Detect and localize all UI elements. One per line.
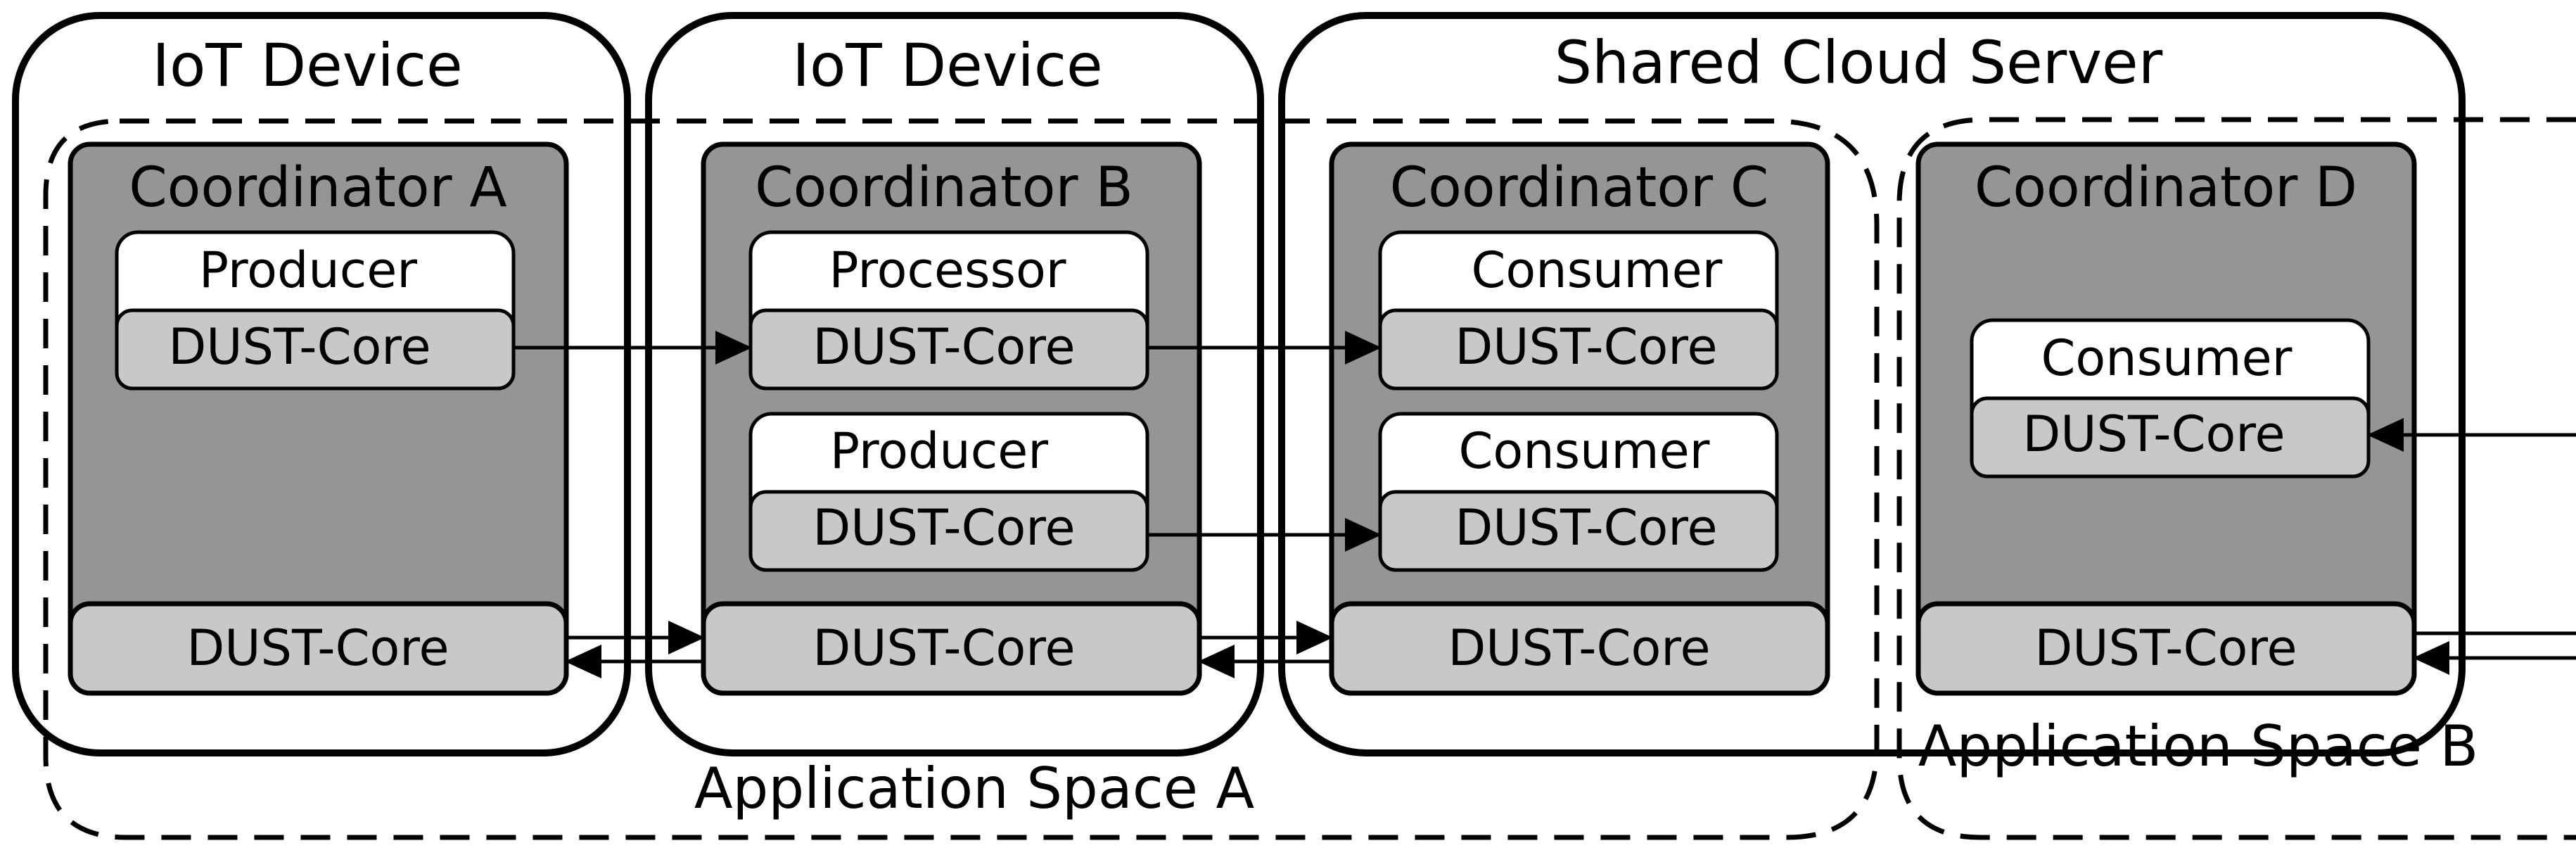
component-consumer-c-bottom-core-label: DUST-Core bbox=[1455, 499, 1717, 557]
component-consumer-d-core-label: DUST-Core bbox=[2022, 405, 2285, 463]
coordinator-a-core-label: DUST-Core bbox=[186, 619, 449, 677]
component-consumer-c-top: Consumer DUST-Core bbox=[1378, 230, 1779, 391]
component-consumer-c-bottom-role: Consumer bbox=[1459, 422, 1710, 480]
component-producer-a-core-label: DUST-Core bbox=[168, 318, 431, 376]
component-consumer-c-top-role: Consumer bbox=[1472, 241, 1723, 299]
cloud-server-box bbox=[1278, 12, 2466, 756]
cloud-server-label: Shared Cloud Server bbox=[1555, 28, 2163, 97]
iot-device-b-box bbox=[645, 12, 1264, 756]
coordinator-c-core-label: DUST-Core bbox=[1448, 619, 1710, 677]
application-space-a-label: Application Space A bbox=[694, 756, 1255, 821]
coordinator-d-label: Coordinator D bbox=[1975, 156, 2357, 220]
application-space-a-boundary bbox=[43, 118, 1880, 840]
coordinator-b-core-label: DUST-Core bbox=[812, 619, 1075, 677]
coordinator-a-label: Coordinator A bbox=[129, 156, 507, 220]
iot-device-a-box bbox=[12, 12, 631, 756]
component-consumer-d-role: Consumer bbox=[2041, 329, 2293, 387]
component-producer-b-core-label: DUST-Core bbox=[812, 499, 1075, 557]
component-consumer-d: Consumer DUST-Core bbox=[1970, 318, 2371, 479]
component-processor-b-role: Processor bbox=[829, 241, 1066, 299]
component-consumer-c-bottom: Consumer DUST-Core bbox=[1378, 412, 1779, 572]
coordinator-d-core-label: DUST-Core bbox=[2034, 619, 2297, 677]
iot-device-a-label: IoT Device bbox=[152, 31, 462, 100]
coordinator-b-label: Coordinator B bbox=[755, 156, 1133, 220]
application-space-b-label: Application Space B bbox=[1918, 714, 2479, 779]
component-producer-b: Producer DUST-Core bbox=[748, 412, 1149, 572]
component-producer-a: Producer DUST-Core bbox=[115, 230, 516, 391]
component-producer-a-role: Producer bbox=[199, 241, 417, 299]
component-producer-b-role: Producer bbox=[830, 422, 1048, 480]
component-processor-b-core-label: DUST-Core bbox=[812, 318, 1075, 376]
iot-device-b-label: IoT Device bbox=[792, 31, 1102, 100]
coordinator-c-label: Coordinator C bbox=[1390, 156, 1769, 220]
component-consumer-c-top-core-label: DUST-Core bbox=[1455, 318, 1717, 376]
component-processor-b: Processor DUST-Core bbox=[748, 230, 1149, 391]
application-space-b-boundary bbox=[1896, 117, 2576, 840]
